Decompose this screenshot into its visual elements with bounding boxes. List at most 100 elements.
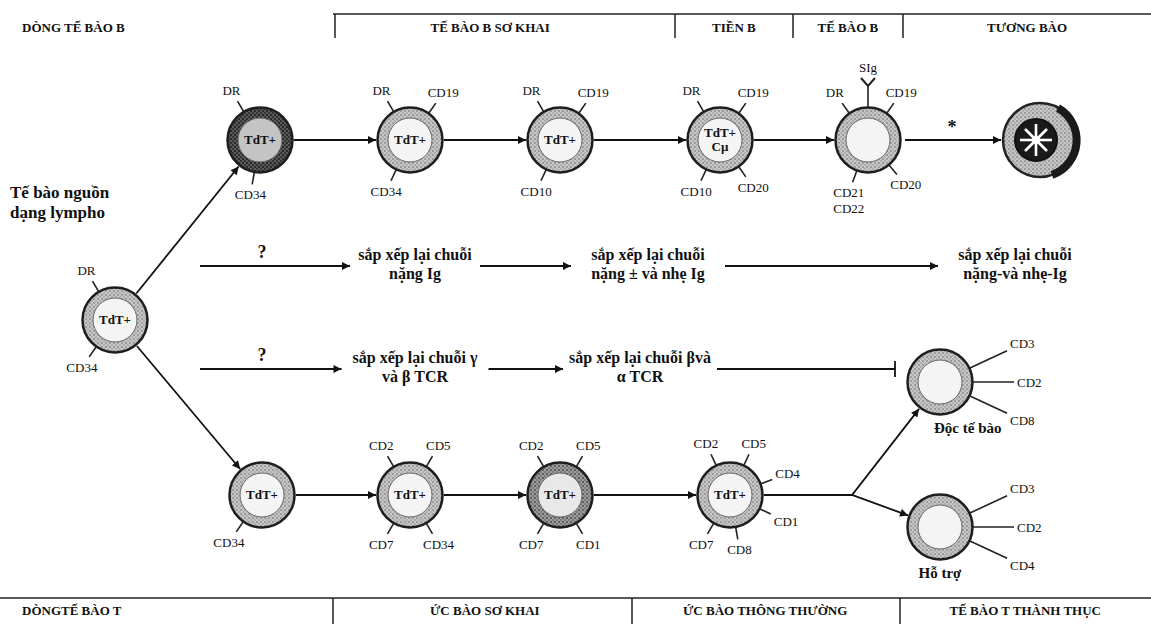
marker-label: CD34 [371, 184, 402, 199]
marker-label: CD2 [1017, 375, 1042, 390]
marker-tick [708, 524, 714, 534]
cell-node: CD3CD2CD8Độc tế bào [906, 348, 974, 416]
marker-tick [973, 526, 1014, 528]
marker-tick [238, 101, 244, 111]
marker-label: CD2 [369, 438, 394, 453]
marker-tick [970, 351, 1007, 368]
marker-label: CD1 [774, 514, 799, 529]
marker-tick [538, 101, 544, 111]
marker-tick [887, 103, 894, 113]
marker-tick [577, 456, 583, 466]
marker-tick [429, 103, 436, 113]
marker-tick [579, 103, 586, 113]
marker-label: CD20 [890, 177, 921, 192]
marker-label: CD34 [423, 537, 454, 552]
marker-label: CD20 [738, 180, 769, 195]
marker-tick [93, 281, 99, 291]
marker-label: CD10 [681, 184, 712, 199]
marker-tick [970, 541, 1007, 558]
cell-label: TdT+ [242, 488, 282, 502]
plasma-arrow [905, 139, 1001, 141]
marker-tick [970, 496, 1007, 513]
column-header: TƯƠNG BÀO [987, 20, 1067, 36]
marker-tick [736, 527, 738, 539]
marker-label: DR [222, 83, 240, 98]
column-header: ỨC BÀO SƠ KHAI [430, 603, 540, 619]
lineage-arrow [444, 494, 526, 496]
rearrangement-arrow [489, 368, 564, 370]
lineage-arrow [594, 139, 686, 141]
marker-tick [760, 509, 771, 514]
marker-tick [388, 524, 394, 534]
cell-label: TdT+ Cμ [700, 126, 740, 154]
marker-label: CD2 [694, 436, 719, 451]
marker-tick [388, 456, 394, 466]
marker-tick [698, 101, 704, 111]
column-header: ỨC BÀO THÔNG THƯỜNG [683, 603, 847, 619]
marker-tick [867, 86, 869, 107]
marker-tick [388, 101, 394, 111]
cell-node: DRCD19TdT+ CμCD10CD20 [686, 106, 754, 174]
cell-node: CD2CD5TdT+CD7CD1 [526, 461, 594, 529]
lineage-arrow [764, 495, 908, 515]
rearrangement-note: sắp xếp lại chuỗi nặng Ig [356, 245, 474, 283]
marker-tick [701, 170, 706, 181]
marker-label: CD10 [521, 184, 552, 199]
cell-label: TdT+ [710, 488, 750, 502]
marker-label: CD4 [775, 466, 800, 481]
cell-ring [906, 348, 974, 416]
lineage-arrow [764, 409, 919, 495]
marker-label: CD7 [689, 537, 714, 552]
cell-node: SIgDRCD19CD21CD22CD20 [834, 106, 902, 174]
marker-label: DR [682, 83, 700, 98]
rearrangement-arrow [480, 265, 571, 267]
cell-label: TdT+ [390, 488, 430, 502]
marker-label: CD34 [213, 535, 244, 550]
marker-tick [970, 396, 1007, 413]
marker-label: CD34 [235, 187, 266, 202]
column-header: TẾ BÀO B SƠ KHAI [431, 20, 550, 36]
marker-tick [252, 172, 254, 184]
lineage-arrow [754, 139, 834, 141]
column-header: TẾ BÀO T THÀNH THỤC [950, 603, 1101, 619]
marker-label: CD3 [1010, 336, 1035, 351]
marker-label: DR [372, 83, 390, 98]
marker-label: CD34 [66, 360, 97, 375]
marker-tick [739, 103, 746, 113]
cell-node: Tế bào nguồn dạng lymphoDRTdT+CD34 [81, 286, 149, 354]
rearrangement-arrow [725, 265, 938, 267]
marker-tick [853, 171, 857, 182]
marker-label: CD19 [428, 85, 459, 100]
rearrangement-note: sắp xếp lại chuỗi βvà α TCR [569, 348, 711, 386]
marker-label: CD2 [1017, 520, 1042, 535]
marker-tick [739, 167, 746, 177]
cell-node: CD2CD5CD4TdT+CD7CD8CD1 [696, 461, 764, 529]
marker-tick [577, 524, 583, 534]
cell-heading: Tế bào nguồn dạng lympho [10, 183, 135, 223]
rearrangement-arrow [200, 368, 342, 370]
marker-label: CD8 [727, 542, 752, 557]
cell-type-label: Hỗ trợ [919, 564, 962, 582]
marker-label: CD8 [1010, 413, 1035, 428]
marker-tick [427, 456, 433, 466]
marker-label: CD5 [426, 438, 451, 453]
cell-ring [834, 106, 902, 174]
cell-ring [906, 493, 974, 561]
plasma-cell [1003, 103, 1077, 177]
cell-node: CD2CD5TdT+CD7CD34 [376, 461, 444, 529]
cell-node: CD3CD2CD4Hỗ trợ [906, 493, 974, 561]
marker-label: CD2 [519, 438, 544, 453]
marker-tick [89, 347, 96, 357]
marker-tick [427, 524, 433, 534]
marker-tick [541, 170, 546, 181]
cell-type-label: Độc tế bào [934, 419, 1002, 437]
marker-label: CD1 [576, 537, 601, 552]
marker-tick [236, 522, 243, 532]
marker-label: CD21 [833, 185, 864, 200]
cell-node: DRTdT+CD34 [226, 106, 294, 174]
marker-tick [842, 103, 849, 113]
rearrangement-note: sắp xếp lại chuỗi γ và β TCR [348, 348, 483, 386]
marker-label: SIg [859, 60, 877, 75]
lineage-arrow [296, 494, 376, 496]
